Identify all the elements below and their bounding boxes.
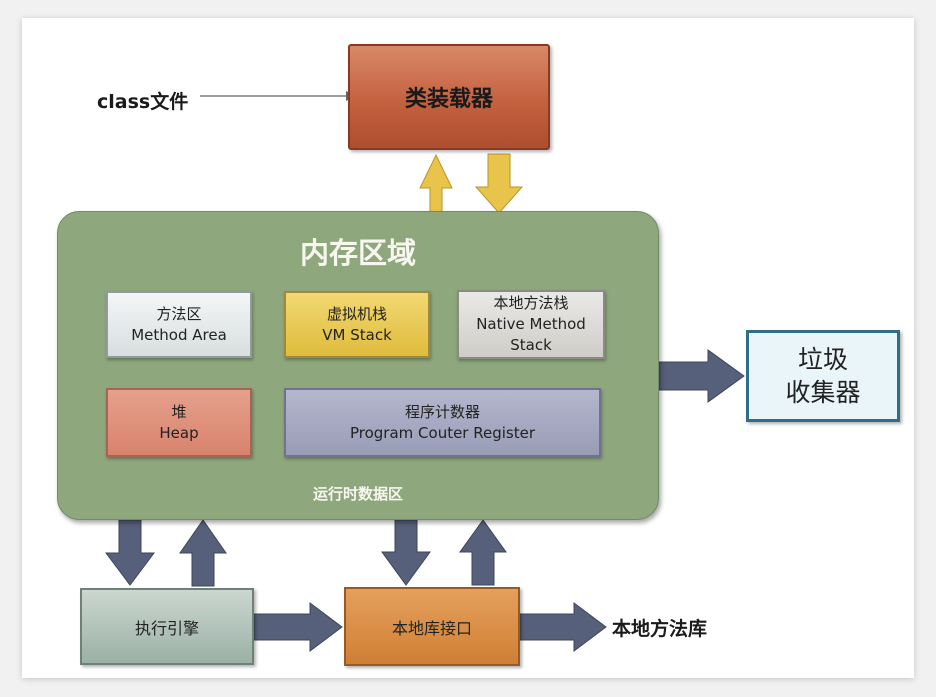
- native-interface-box: 本地库接口: [344, 587, 520, 666]
- garbage-collector-box: 垃圾 收集器: [746, 330, 900, 422]
- class-file-arrow: [200, 91, 356, 101]
- vm-stack-box: 虚拟机栈 VM Stack: [284, 291, 430, 358]
- class-loader-box: 类装载器: [348, 44, 550, 150]
- pc-cn: 程序计数器: [404, 402, 480, 421]
- execution-engine-label: 执行引擎: [134, 618, 199, 638]
- yellow-up-arrow: [419, 153, 453, 214]
- gc-line-1: 垃圾: [797, 345, 848, 374]
- native-stack-en-2: Stack: [510, 336, 552, 354]
- nif-to-lib-arrow: [519, 602, 607, 652]
- execution-engine-box: 执行引擎: [80, 588, 254, 665]
- program-counter-box: 程序计数器 Program Couter Register: [284, 388, 601, 457]
- native-stack-en-1: Native Method: [476, 315, 586, 333]
- class-loader-label: 类装载器: [404, 87, 493, 112]
- engine-to-nif-arrow: [253, 602, 343, 652]
- yellow-down-arrow: [474, 153, 524, 214]
- vm-stack-cn: 虚拟机栈: [326, 304, 387, 323]
- method-area-cn: 方法区: [156, 304, 202, 323]
- engine-up-arrow: [179, 519, 227, 587]
- vm-stack-en: VM Stack: [322, 325, 392, 344]
- gc-arrow: [658, 349, 745, 403]
- native-stack-cn: 本地方法栈: [493, 294, 569, 312]
- class-file-label: class文件: [97, 91, 189, 113]
- engine-down-arrow: [105, 519, 155, 586]
- native-method-stack-box: 本地方法栈 Native Method Stack: [457, 290, 605, 359]
- method-area-box: 方法区 Method Area: [106, 291, 252, 358]
- heap-cn: 堆: [171, 402, 187, 421]
- heap-box: 堆 Heap: [106, 388, 252, 457]
- native-library-label: 本地方法库: [612, 618, 708, 640]
- heap-en: Heap: [159, 423, 199, 442]
- nif-up-arrow: [459, 519, 507, 586]
- memory-area-box: [57, 211, 659, 520]
- method-area-en: Method Area: [131, 325, 227, 344]
- gc-line-2: 收集器: [785, 378, 861, 407]
- runtime-data-area-label: 运行时数据区: [312, 485, 403, 503]
- native-interface-label: 本地库接口: [391, 618, 472, 638]
- nif-down-arrow: [381, 519, 431, 586]
- pc-en: Program Couter Register: [349, 423, 536, 442]
- memory-area-title: 内存区域: [299, 236, 416, 270]
